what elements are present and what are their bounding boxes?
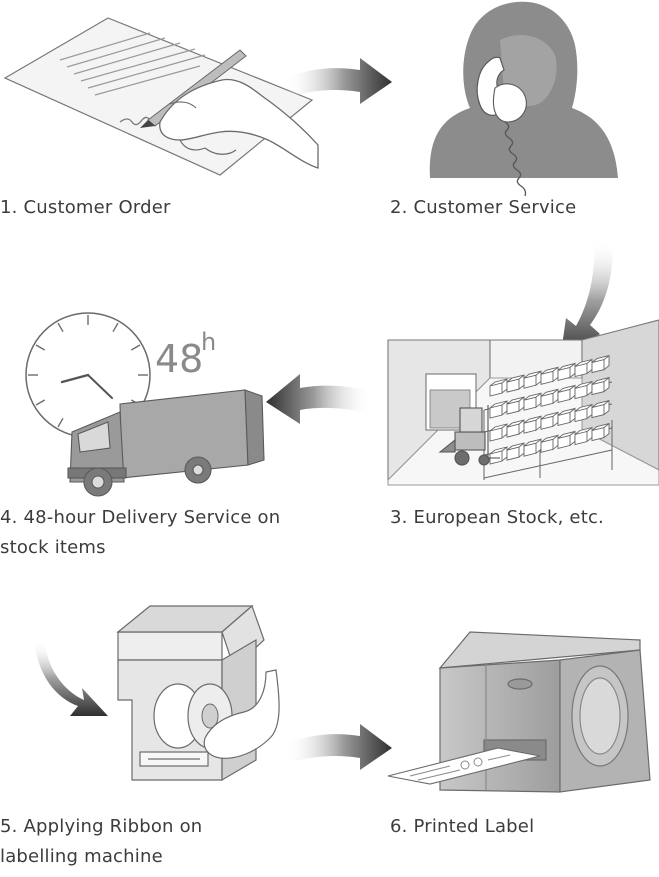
step-2-caption-line: 2. Customer Service [390,197,577,218]
arrow-curve-icon [34,640,108,716]
stock-box [489,400,508,419]
clock-tick [57,322,64,333]
arrow-down-icon [560,240,613,360]
step-6-caption-line: 6. Printed Label [390,816,535,837]
clock-tick [35,344,46,351]
clock-tick [112,322,119,333]
step-4-caption-line-1: 4. 48-hour Delivery Service on [0,507,281,528]
stock-box [523,438,542,457]
clock-tick [57,417,64,428]
clock-tick [35,399,46,406]
step-5-caption: 5. Applying Ribbon on labelling machine [0,812,202,872]
step-5-caption-line-2: labelling machine [0,846,163,867]
step-4-caption-line-2: stock items [0,537,106,558]
applying-ribbon-illustration [34,604,280,782]
stock-box [523,370,542,389]
customer-order-illustration [3,17,319,176]
customer-service-illustration [429,1,618,197]
arrow-right-icon [285,58,392,104]
arrow-right-icon [285,724,392,770]
stock-box [523,415,542,434]
european-stock-illustration [387,319,659,486]
step-1-caption-line: 1. Customer Order [0,197,171,218]
step-3-caption-line: 3. European Stock, etc. [390,507,604,528]
stock-box [557,407,576,426]
stock-box [574,403,593,423]
stock-box [591,354,610,374]
clock-tick [130,344,141,351]
step-1-caption: 1. Customer Order [0,193,171,223]
printed-label-illustration [387,631,651,793]
stock-box [591,399,610,419]
stock-box [540,366,559,385]
step-4-caption: 4. 48-hour Delivery Service on stock ite… [0,503,280,563]
step-5-caption-line-1: 5. Applying Ribbon on [0,816,203,837]
stock-box [591,422,610,442]
delivery-service-illustration: 48 h [25,312,265,497]
clock-label-value: 48 [155,337,203,381]
stock-box [506,396,525,415]
clock-label-superscript: h [201,328,216,356]
stock-box [523,392,542,411]
arrow-left-icon [266,374,372,424]
step-3-caption: 3. European Stock, etc. [390,503,604,533]
stock-box [489,446,508,465]
step-2-caption: 2. Customer Service [390,193,576,223]
stock-box [506,374,525,393]
stock-box [591,376,610,396]
stock-box [506,419,525,438]
stock-box [557,430,576,449]
stock-box [506,442,525,461]
step-6-caption: 6. Printed Label [390,812,534,842]
